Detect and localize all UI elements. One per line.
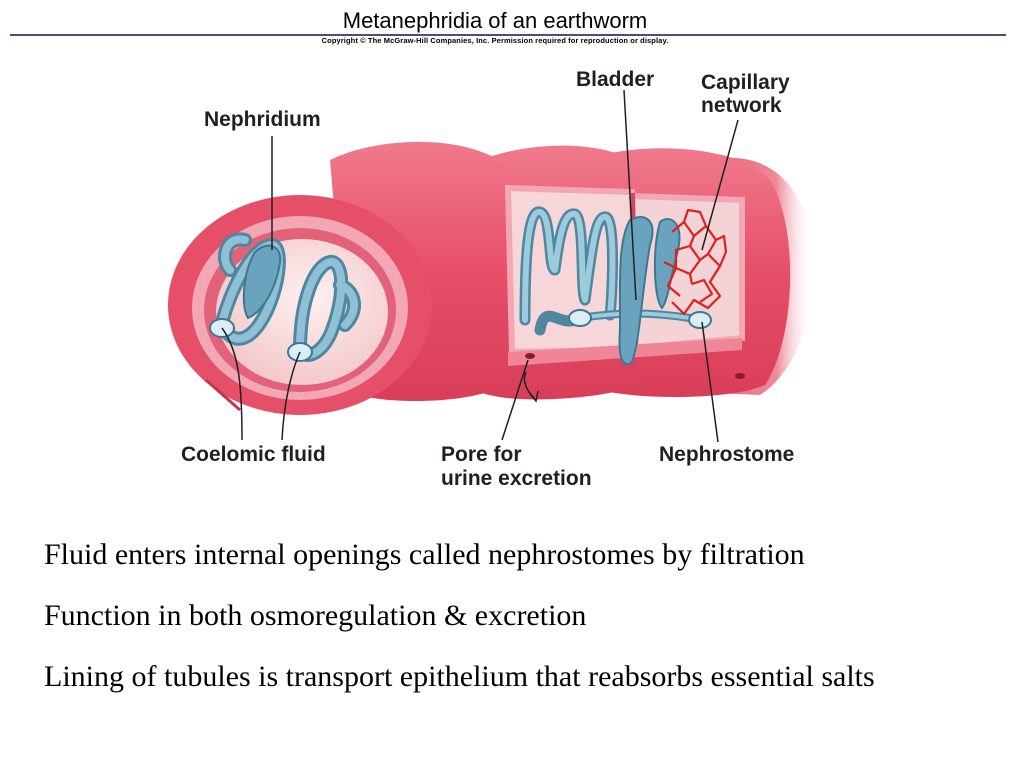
tubule-front-right-core: [296, 258, 358, 359]
bullet-item: Fluid enters internal openings called ne…: [44, 538, 805, 571]
copyright-notice: Copyright © The McGraw-Hill Companies, I…: [321, 36, 669, 45]
earthworm-illustration: [168, 89, 814, 443]
nephrostomes: [209, 309, 712, 362]
label-bladder: Bladder: [576, 68, 655, 91]
title-divider: [10, 34, 1006, 36]
nephrostome-window-1: [568, 309, 592, 327]
label-pore-line1: Pore for: [441, 443, 522, 466]
leader-coelomic-left: [221, 327, 243, 441]
nephrostome-window-2: [688, 311, 712, 329]
leader-lines: [221, 89, 739, 443]
leader-pore: [501, 359, 529, 441]
bullet-list: Fluid enters internal openings called ne…: [44, 537, 974, 695]
label-nephrostome: Nephrostome: [659, 443, 795, 466]
leader-bladder: [623, 89, 637, 301]
slide-title: Metanephridia of an earthworm: [342, 8, 648, 33]
excretion-arrowhead: [529, 390, 539, 403]
label-capillary-line1: Capillary: [701, 71, 790, 94]
label-nephridium: Nephridium: [204, 108, 321, 131]
bullet-item: Lining of tubules is transport epitheliu…: [44, 660, 875, 693]
leader-coelomic-right: [281, 351, 301, 441]
label-coelomic-fluid: Coelomic fluid: [181, 443, 326, 466]
leader-capillary: [701, 119, 739, 251]
leader-nephrostome: [701, 321, 719, 443]
bullet-item: Function in both osmoregulation & excret…: [44, 599, 587, 632]
pore-ventral: [525, 353, 535, 359]
capillary-network: [663, 208, 728, 316]
bladder-front: [242, 244, 282, 320]
label-capillary-line2: network: [701, 94, 782, 117]
tubule-window-loops-core: [522, 209, 616, 323]
pore-ventral-2: [735, 373, 745, 379]
earthworm-figure: Nephridium Bladder Capillary network Coe…: [168, 68, 814, 490]
label-pore-line2: urine excretion: [441, 467, 592, 490]
septum-1: [205, 378, 241, 412]
